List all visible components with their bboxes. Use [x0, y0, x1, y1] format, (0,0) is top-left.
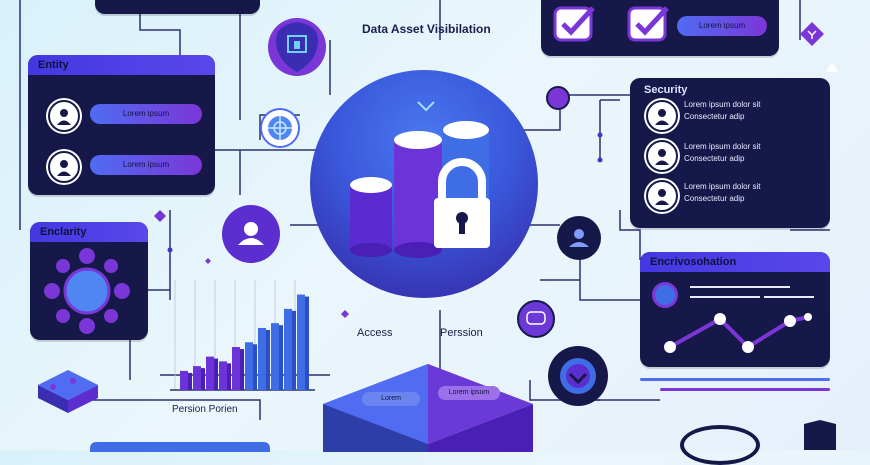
- user-avatar: [646, 180, 678, 212]
- bar: [284, 308, 292, 390]
- chat-icon: [526, 311, 546, 325]
- security-row-line1: Lorem ipsum dolor sit: [684, 142, 761, 151]
- bar: [258, 327, 266, 390]
- target-icon: [652, 282, 678, 308]
- security-panel-title: Security: [644, 84, 688, 96]
- bar: [180, 370, 188, 390]
- user-avatar: [646, 100, 678, 132]
- bar-side: [253, 344, 257, 390]
- bar-side: [266, 329, 270, 390]
- bar-chart: [170, 280, 315, 391]
- bar: [193, 366, 201, 390]
- bar-side: [240, 349, 244, 390]
- accent-line: [660, 388, 830, 391]
- storage-box: [323, 364, 533, 452]
- bar-side: [292, 310, 296, 390]
- permission-label: Perssion: [440, 327, 483, 339]
- checklist-pill[interactable]: Lorem ipsum: [677, 16, 767, 36]
- shield-badge-icon: [276, 22, 318, 72]
- entity-panel: Entity Lorem ipsum Lorem ipsum: [28, 55, 215, 195]
- bar-side: [201, 368, 205, 390]
- brand-logo-icon: [800, 22, 824, 46]
- user-avatar: [48, 100, 80, 132]
- bar: [245, 342, 253, 390]
- bar-side: [279, 325, 283, 390]
- checklist-panel: Lorem ipsum: [541, 0, 779, 56]
- bar-side: [214, 358, 218, 390]
- encryption-panel: Encrivosohation: [640, 252, 830, 367]
- eye-icon: [560, 358, 596, 394]
- checkmark-icon: [627, 6, 669, 42]
- top-left-bar: [95, 0, 260, 14]
- bar: [232, 347, 240, 390]
- right-dot-node[interactable]: [546, 86, 570, 110]
- security-row-line1: Lorem ipsum dolor sit: [684, 182, 761, 191]
- user-avatar: [48, 151, 80, 183]
- user-avatar: [646, 140, 678, 172]
- bar: [219, 361, 227, 390]
- arrow-up-icon: [826, 62, 838, 72]
- box-label-right: Lorem ipsum: [438, 386, 500, 400]
- security-panel: Security Lorem ipsum dolor sit Consectet…: [630, 78, 830, 228]
- page-title: Data Asset Visibilation: [362, 22, 491, 36]
- bar-side: [305, 296, 309, 390]
- network-hub-icon: [44, 248, 130, 334]
- security-row-line2: Consectetur adip: [684, 194, 745, 203]
- bottom-left-bar: [90, 442, 270, 452]
- accent-line: [640, 378, 830, 381]
- security-row-line1: Lorem ipsum dolor sit: [684, 100, 761, 109]
- bar: [206, 356, 214, 390]
- hardware-icon: [38, 370, 98, 413]
- security-row-line2: Consectetur adip: [684, 154, 745, 163]
- enclarity-panel: Enclarity: [30, 222, 148, 340]
- entity-panel-title: Entity: [28, 55, 215, 75]
- divider-line: [690, 286, 790, 288]
- connector-lines: [19, 0, 830, 420]
- globe-icon: [268, 116, 292, 140]
- security-row-line2: Consectetur adip: [684, 112, 745, 121]
- bar-side: [188, 372, 192, 390]
- divider-line: [690, 296, 760, 298]
- shield-icon: [804, 420, 836, 450]
- divider-line: [764, 296, 814, 298]
- encryption-panel-title: Encrivosohation: [640, 252, 830, 272]
- line-graph: [664, 313, 812, 353]
- shield-node[interactable]: [517, 300, 555, 338]
- user-icon: [238, 222, 264, 245]
- entity-pill-2[interactable]: Lorem ipsum: [90, 155, 202, 175]
- bottom-ring: [680, 425, 760, 465]
- access-label: Access: [357, 327, 393, 339]
- checkmark-icon: [553, 6, 595, 42]
- bar-side: [227, 363, 231, 390]
- chart-caption: Persion Porien: [172, 404, 238, 415]
- enclarity-panel-title: Enclarity: [30, 222, 148, 242]
- user-icon: [569, 229, 589, 247]
- bar: [297, 294, 305, 390]
- central-illustration: [350, 101, 490, 258]
- entity-pill-1[interactable]: Lorem ipsum: [90, 104, 202, 124]
- box-label-left: Lorem: [362, 392, 420, 406]
- bar: [271, 323, 279, 390]
